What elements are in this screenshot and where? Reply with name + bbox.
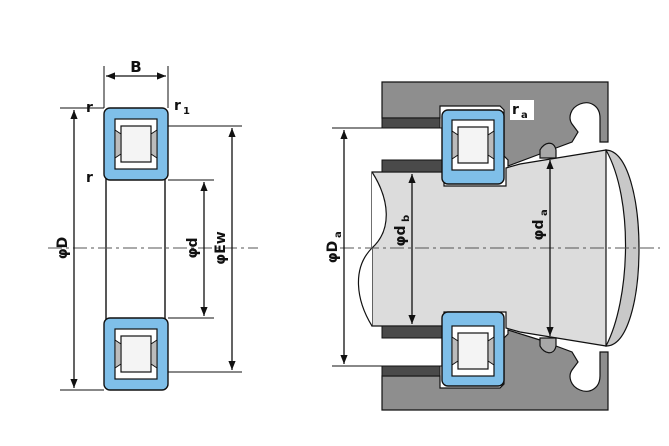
right-mounting-section	[340, 81, 660, 411]
cage-right-bottom	[150, 339, 158, 369]
spacer-bottom-inner	[381, 325, 445, 339]
label-B: B	[130, 58, 141, 76]
left-bearing-section	[48, 107, 258, 391]
dimension-d: φd	[168, 179, 214, 319]
label-r1-base: r	[174, 98, 181, 114]
label-r-side: r	[86, 170, 93, 186]
cage-left-bottom	[114, 339, 122, 369]
retaining-clip-top	[539, 142, 557, 159]
mounted-cage-l-top	[451, 130, 459, 160]
label-phi-d: φd	[185, 238, 201, 259]
bearing-bore-outline	[105, 167, 166, 321]
label-ra-base: r	[512, 102, 519, 118]
label-phi-D: φD	[55, 237, 71, 260]
cage-left-top	[114, 129, 122, 159]
top-ring-assembly	[103, 107, 169, 181]
label-phi-db: φd b	[393, 215, 412, 247]
spacer-top-outer	[381, 117, 441, 129]
label-phi-da: φd a	[531, 209, 550, 240]
mounted-cage-r-top	[487, 130, 495, 160]
spacer-bottom-outer	[381, 365, 441, 377]
label-phi-da-subscript: a	[539, 209, 550, 216]
label-ra: r a	[510, 100, 534, 121]
label-r1-subscript: 1	[183, 106, 190, 117]
label-phi-Da-base: φD	[325, 241, 341, 264]
roller-top	[120, 125, 152, 163]
dimension-da: φd a	[531, 160, 554, 336]
label-phi-Da: φD a	[325, 231, 344, 263]
mounted-ring-bottom	[441, 311, 505, 387]
cage-right-top	[150, 129, 158, 159]
dimension-B: B	[103, 58, 169, 108]
shaft-end-right	[604, 149, 640, 347]
mounted-cage-l-bottom	[451, 336, 459, 366]
mounted-roller-bottom	[457, 332, 489, 370]
bottom-ring-assembly	[103, 317, 169, 391]
label-ra-bg	[510, 100, 534, 120]
mounted-ring-top	[441, 109, 505, 185]
spacer-top-inner	[381, 159, 445, 173]
mounted-roller-top	[457, 126, 489, 164]
label-phi-db-base: φd	[393, 226, 409, 247]
dimension-Da: φD a	[325, 127, 442, 367]
retaining-clip-bottom	[539, 337, 557, 354]
label-phi-da-base: φd	[531, 220, 547, 241]
dimension-Ew: φEw	[168, 125, 242, 373]
label-phi-Ew: φEw	[213, 231, 229, 265]
mounted-cage-r-bottom	[487, 336, 495, 366]
label-r1: r 1	[174, 98, 190, 117]
label-phi-Da-subscript: a	[333, 231, 344, 238]
label-ra-subscript: a	[521, 110, 528, 121]
dimension-D: φD	[55, 107, 104, 391]
roller-bottom	[120, 335, 152, 373]
label-phi-db-subscript: b	[401, 215, 412, 222]
dimension-db: φd b	[393, 174, 416, 324]
